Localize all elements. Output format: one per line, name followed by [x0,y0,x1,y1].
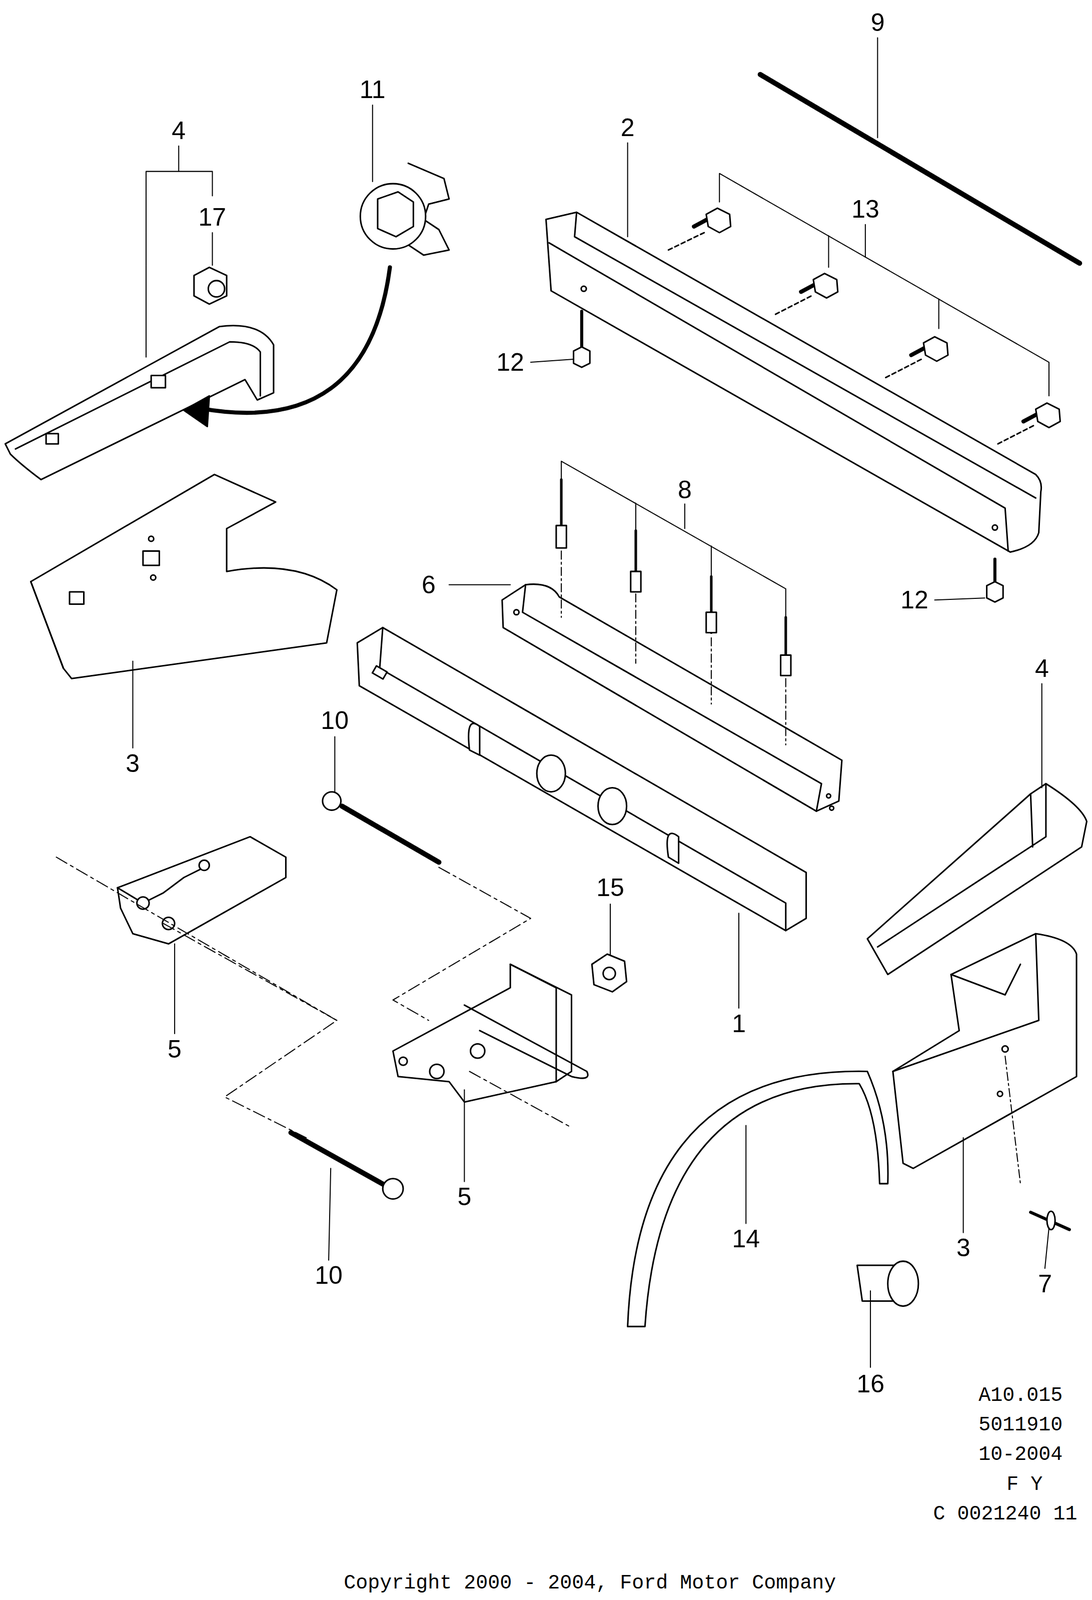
callout-number: 3 [123,749,142,777]
callout-number: 4 [169,117,188,145]
callout-number: 4 [1032,654,1051,682]
callout-number: 2 [618,113,637,142]
drawing-code: F Y [1004,1473,1045,1496]
callout-number: 12 [898,586,931,614]
callout-number: 16 [854,1369,887,1398]
callout-number: 3 [954,1234,973,1262]
callout-number: 13 [849,195,882,224]
callout-number: 8 [675,475,694,504]
drawing-code: A10.015 [976,1384,1065,1407]
drawing-date: 10-2004 [976,1443,1065,1466]
callout-number: 7 [1035,1269,1054,1298]
callout-number: 15 [594,873,627,902]
callout-number: 12 [494,348,527,377]
callout-number: 17 [196,203,229,232]
callout-number: 10 [312,1261,345,1290]
callout-number: 9 [868,8,887,37]
callout-number: 5 [165,1034,184,1063]
drawing-code: 5011910 [976,1414,1065,1437]
callout-number: 1 [729,1009,748,1037]
callout-number: 10 [318,706,351,734]
callout-number: 14 [730,1225,763,1253]
callout-number: 5 [455,1183,474,1211]
copyright-note: Copyright 2000 - 2004, Ford Motor Compan… [341,1572,838,1595]
callout-number: 6 [419,570,438,599]
callout-number: 11 [357,76,388,104]
drawing-code: C 0021240 11 [931,1503,1080,1526]
